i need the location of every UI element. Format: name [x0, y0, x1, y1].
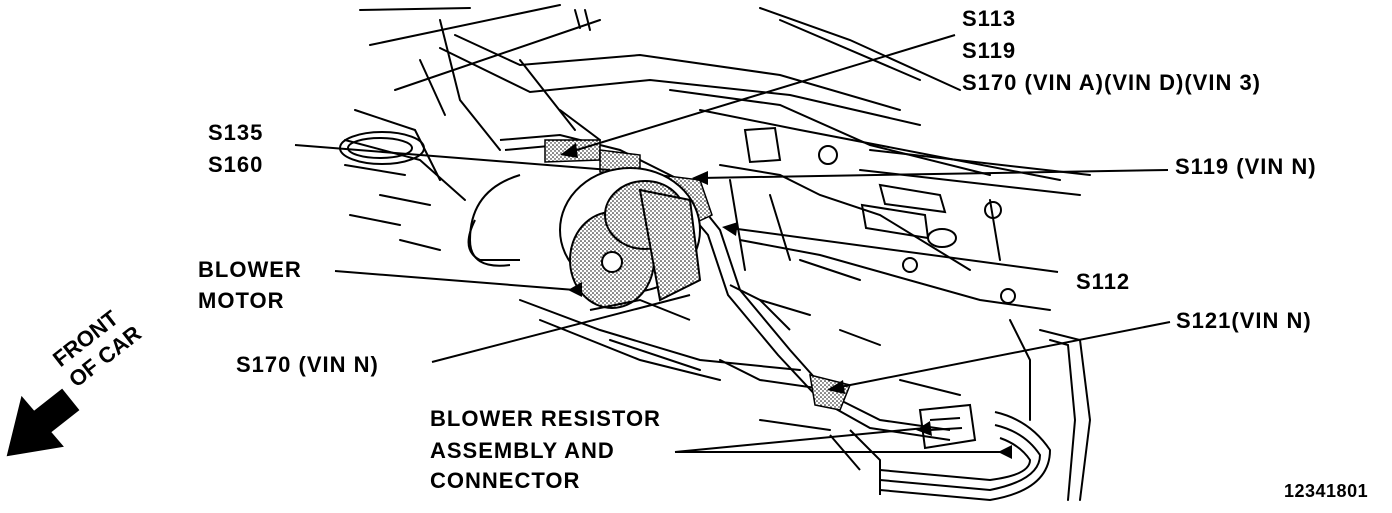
blower-resistor-connector [829, 403, 1052, 502]
label-motor: MOTOR [198, 288, 285, 313]
label-blower: BLOWER [198, 257, 302, 282]
label-s170-vin-a-d-3: S170 (VIN A)(VIN D)(VIN 3) [962, 70, 1262, 95]
label-s135: S135 [208, 120, 264, 145]
figure-number: 12341801 [1284, 481, 1369, 501]
label-s170-vin-n: S170 (VIN N) [236, 352, 379, 377]
label-s119: S119 [962, 38, 1017, 63]
label-s119-vin-n: S119 (VIN N) [1175, 154, 1317, 179]
label-s121-vin-n: S121(VIN N) [1176, 308, 1312, 333]
leader-arrowheads [560, 143, 1012, 459]
label-s112: S112 [1076, 269, 1131, 294]
blower-motor [559, 167, 702, 321]
leader-lines [294, 34, 1171, 453]
label-assembly-and: ASSEMBLY AND [430, 438, 615, 463]
label-blower-resistor: BLOWER RESISTOR [430, 406, 661, 431]
control-module [743, 126, 1016, 304]
label-s160: S160 [208, 152, 264, 177]
vent-outlet [339, 131, 425, 165]
label-s113: S113 [962, 6, 1017, 31]
front-of-car-arrow-icon [6, 388, 80, 457]
label-connector: CONNECTOR [430, 468, 581, 493]
